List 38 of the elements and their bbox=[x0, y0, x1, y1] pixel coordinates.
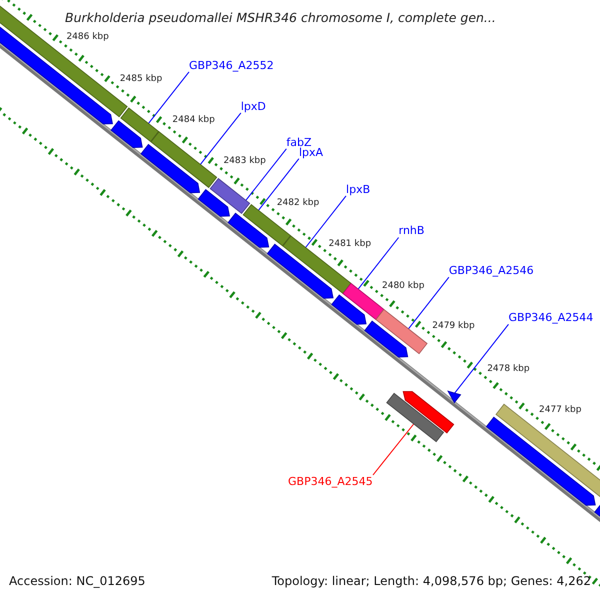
leader-line bbox=[358, 237, 400, 290]
scale-label: 2484 kbp bbox=[172, 115, 215, 126]
gene-label: GBP346_A2546 bbox=[448, 264, 534, 278]
gene-bar bbox=[282, 235, 352, 294]
title: Burkholderia pseudomallei MSHR346 chromosome I, complete gen... bbox=[65, 10, 496, 25]
scale-label: 2477 kbp bbox=[539, 404, 582, 416]
gene-label: GBP346_A2545 bbox=[288, 475, 373, 488]
leader-line bbox=[200, 112, 242, 165]
leader-line bbox=[454, 324, 509, 394]
scale-label: 2478 kbp bbox=[487, 364, 530, 375]
footer-text: Topology: linear; Length: 4,098,576 bp; Genes: 4,262 bbox=[272, 574, 591, 588]
leader-line bbox=[372, 424, 414, 476]
gene-bar bbox=[150, 131, 218, 188]
scale-label: 2486 kbp bbox=[66, 32, 109, 43]
leader-line bbox=[245, 148, 287, 201]
gene-bar bbox=[120, 107, 160, 142]
gene-label: GBP346_A2552 bbox=[189, 58, 274, 72]
leader-line bbox=[258, 158, 300, 211]
leader-line bbox=[148, 71, 190, 124]
scale-label: 2480 kbp bbox=[382, 280, 424, 292]
gene-label: rnhB bbox=[398, 224, 424, 238]
gene-label: lpxD bbox=[240, 100, 266, 113]
scale-label: 2482 kbp bbox=[276, 198, 320, 209]
gene-bar bbox=[242, 204, 292, 246]
gene-label: GBP346_A2544 bbox=[508, 311, 594, 324]
gene-label: lpxB bbox=[346, 182, 370, 196]
gene-bar bbox=[386, 392, 444, 442]
scale-label: 2485 kbp bbox=[120, 74, 162, 85]
scale-label: 2481 kbp bbox=[328, 238, 372, 250]
leader-line bbox=[305, 195, 346, 248]
gene-bar bbox=[375, 308, 428, 354]
scale-label: 2483 kbp bbox=[223, 156, 266, 167]
leader-line bbox=[408, 276, 450, 330]
scale-label: 2479 kbp bbox=[432, 320, 475, 332]
gene-marker bbox=[447, 390, 462, 404]
gene-bar bbox=[210, 178, 250, 214]
footer-text: Accession: NC_012695 bbox=[9, 574, 146, 588]
gene-bar bbox=[342, 282, 384, 320]
